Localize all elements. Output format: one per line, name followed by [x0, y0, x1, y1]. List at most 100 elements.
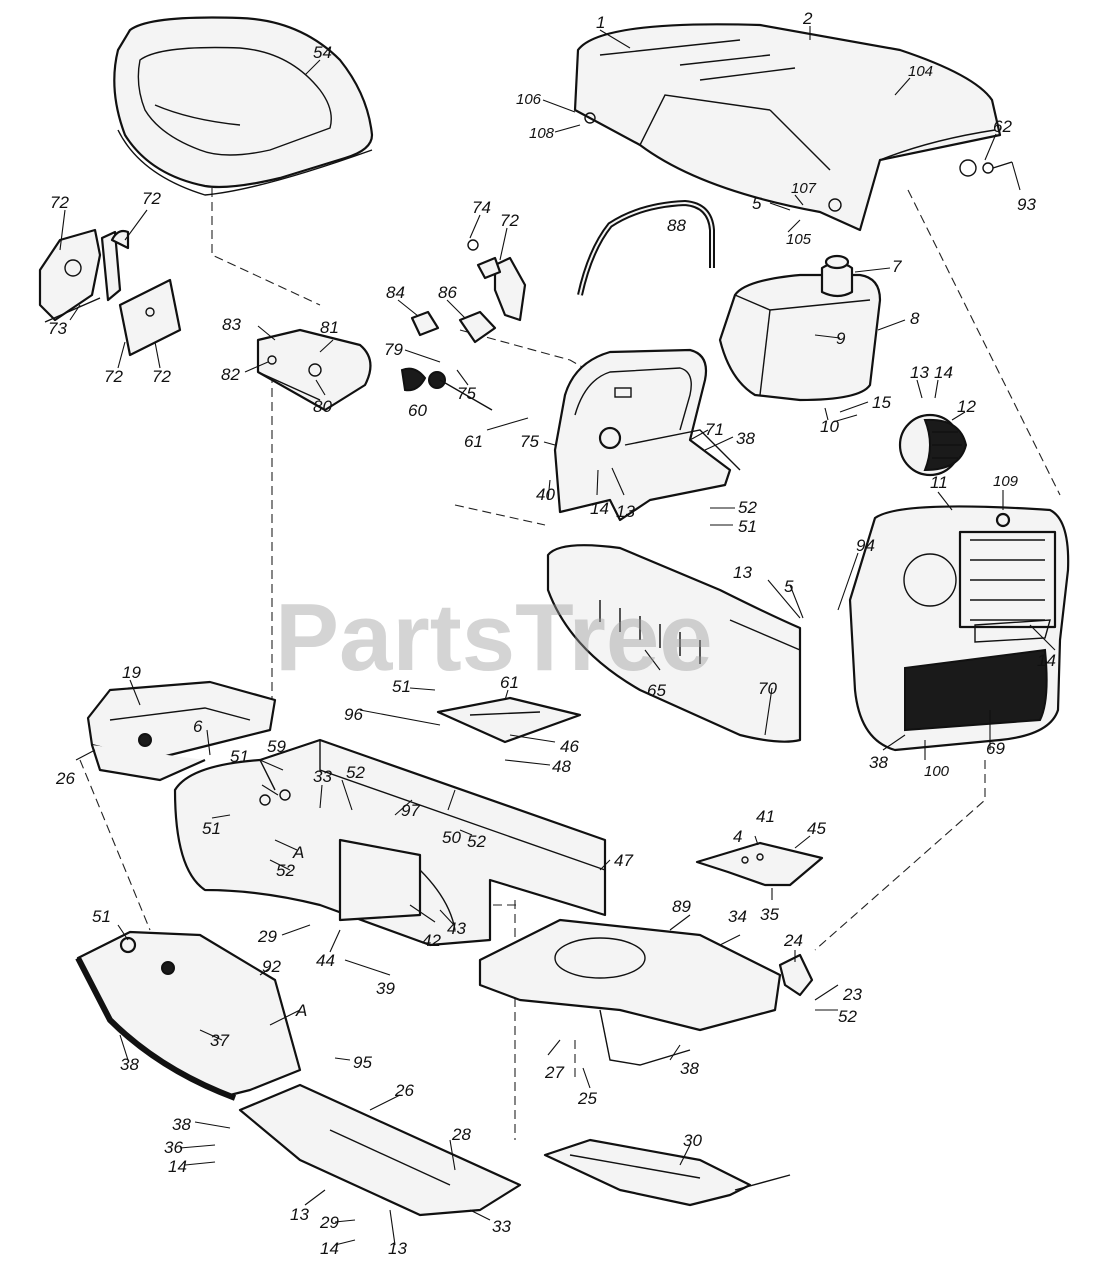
- part-number-label: 37: [210, 1031, 229, 1050]
- part-number-label: 30: [683, 1131, 702, 1150]
- part-number-label: 89: [672, 897, 691, 916]
- part-number-label: 59: [267, 737, 286, 756]
- part-number-label: 50: [442, 828, 461, 847]
- part-number-label: 14: [934, 363, 953, 382]
- part-number-label: 38: [736, 429, 755, 448]
- bracket-part-72: [38, 228, 182, 357]
- part-number-label: 75: [457, 384, 476, 403]
- part-number-label: 70: [758, 679, 777, 698]
- part-number-label: 9: [836, 329, 846, 348]
- part-number-label: 35: [760, 905, 779, 924]
- battery-bracket-part-83: [256, 328, 372, 412]
- part-number-label: 48: [552, 757, 571, 776]
- part-number-label: 34: [728, 907, 747, 926]
- part-number-label: 27: [544, 1063, 564, 1082]
- part-number-label: 46: [560, 737, 579, 756]
- fuel-tank-part-8: [718, 254, 882, 402]
- part-number-label: 82: [221, 365, 240, 384]
- part-number-label: 51: [392, 677, 411, 696]
- part-number-label: 5: [784, 577, 794, 596]
- part-number-label: 11: [930, 473, 948, 492]
- leader-lines: [59, 26, 1056, 1246]
- part-number-label: 51: [202, 819, 221, 838]
- step-pad-part-17: [543, 1138, 791, 1207]
- part-number-label: 51: [230, 747, 249, 766]
- part-number-label: 72: [104, 367, 123, 386]
- part-number-label: 36: [164, 1138, 183, 1157]
- part-number-label: 86: [438, 283, 457, 302]
- plate-part-41: [695, 841, 824, 887]
- part-number-label: 108: [529, 125, 555, 142]
- part-number-label: 60: [408, 401, 427, 420]
- part-number-label: 84: [386, 283, 405, 302]
- part-number-label: 42: [422, 931, 441, 950]
- tray-part-6: [86, 680, 277, 782]
- part-number-label: 38: [172, 1115, 191, 1134]
- watermark: PartsTree: [275, 584, 713, 691]
- part-number-label: 96: [344, 705, 363, 724]
- part-number-label: 52: [276, 861, 295, 880]
- part-number-label: 38: [869, 753, 888, 772]
- part-number-label: 92: [262, 957, 281, 976]
- part-number-label: 13: [616, 502, 635, 521]
- part-number-label: 71: [705, 420, 724, 439]
- part-number-label: 104: [908, 63, 933, 80]
- part-number-label: 38: [120, 1055, 139, 1074]
- throttle-bracket-part-72: [467, 239, 527, 322]
- seal-part-88: [577, 199, 715, 296]
- part-number-label: 41: [756, 807, 775, 826]
- part-number-label: 80: [313, 397, 332, 416]
- ignition-part-60: [400, 367, 493, 411]
- part-number-label: 65: [647, 681, 666, 700]
- part-number-label: 19: [122, 663, 141, 682]
- part-number-label: 75: [520, 432, 539, 451]
- part-number-label: 14: [1037, 651, 1056, 670]
- part-number-label: 24: [783, 931, 803, 950]
- part-number-label: 44: [316, 951, 335, 970]
- part-number-label: 38: [680, 1059, 699, 1078]
- part-number-label: 88: [667, 216, 686, 235]
- part-number-label: 33: [313, 767, 332, 786]
- part-number-label: 8: [910, 309, 920, 328]
- part-number-label: 94: [856, 536, 875, 555]
- part-number-label: 107: [791, 180, 817, 197]
- part-number-label: 10: [820, 417, 839, 436]
- part-number-label: 40: [536, 485, 555, 504]
- part-number-label: 97: [401, 801, 420, 820]
- part-number-label: 1: [596, 13, 605, 32]
- part-number-label: 14: [320, 1239, 339, 1258]
- part-number-label: A: [295, 1001, 307, 1020]
- chassis-part-24: [478, 918, 782, 1066]
- dash-panel-part-71: [553, 348, 741, 522]
- hood-part-2: [573, 23, 1013, 232]
- part-number-label: 4: [733, 827, 742, 846]
- part-number-label: 14: [590, 499, 609, 518]
- part-number-label: 47: [614, 851, 633, 870]
- part-number-label: 25: [577, 1089, 597, 1108]
- part-number-label: 106: [516, 91, 542, 108]
- part-number-label: 52: [738, 498, 757, 517]
- front-grille-part-19: [848, 505, 1070, 752]
- part-number-label: 2: [802, 9, 813, 28]
- part-number-label: 29: [257, 927, 277, 946]
- part-number-label: 93: [1017, 195, 1036, 214]
- switch-parts: [410, 310, 497, 344]
- part-number-label: 52: [838, 1007, 857, 1026]
- part-number-label: 54: [313, 43, 332, 62]
- part-number-label: 79: [384, 340, 403, 359]
- part-number-label: 5: [752, 194, 762, 213]
- part-number-label: 83: [222, 315, 241, 334]
- part-number-label: 62: [993, 117, 1012, 136]
- part-number-label: 74: [472, 198, 491, 217]
- part-number-label: 13: [388, 1239, 407, 1258]
- part-number-label: 39: [376, 979, 395, 998]
- part-number-label: 33: [492, 1217, 511, 1236]
- part-number-label: 72: [142, 189, 161, 208]
- part-number-label: A: [292, 843, 304, 862]
- part-number-label: 52: [346, 763, 365, 782]
- part-number-label: 100: [924, 763, 950, 780]
- part-number-label: 12: [957, 397, 976, 416]
